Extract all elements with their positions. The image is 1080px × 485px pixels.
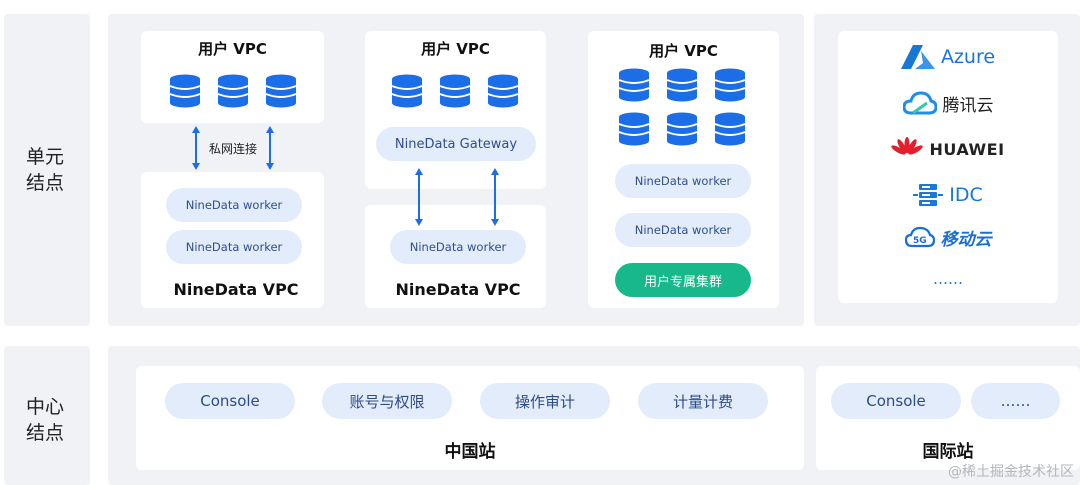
mobile-cloud-icon: 5G — [904, 226, 935, 248]
svg-text:5G: 5G — [913, 236, 927, 246]
database-icon — [264, 74, 298, 108]
cloud-item-azure: Azure — [838, 44, 1058, 70]
private-link-label: 私网连接 — [209, 142, 258, 156]
center-node-label-line1: 中心 — [25, 396, 64, 418]
database-icon — [713, 68, 747, 102]
cloud-name: Azure — [940, 46, 996, 68]
cloud-item-more: …… — [838, 266, 1058, 292]
database-icon — [617, 112, 651, 146]
database-icon — [486, 74, 520, 108]
database-icon — [713, 112, 747, 146]
database-icon — [665, 68, 699, 102]
cloud-providers-box — [838, 31, 1058, 303]
china-site-label: 中国站 — [444, 442, 496, 462]
unit-node-label-line1: 单元 — [25, 146, 64, 168]
huawei-icon — [891, 137, 924, 155]
metering-billing-pill: 计量计费 — [638, 383, 768, 419]
account-permission-pill: 账号与权限 — [322, 383, 452, 419]
ellipsis-icon: …… — [933, 270, 963, 288]
database-icon — [438, 74, 472, 108]
server-rack-icon — [913, 184, 944, 206]
center-node-label: 中心 结点 — [0, 394, 90, 446]
user-vpc-title-3: 用户 VPC — [649, 42, 718, 60]
database-icon — [216, 74, 250, 108]
cloud-name: IDC — [949, 184, 983, 206]
cloud-name: HUAWEI — [929, 139, 1005, 159]
ninedata-worker-pill: NineData worker — [166, 230, 302, 264]
center-row-label-panel — [4, 346, 90, 485]
unit-node-label-line2: 结点 — [25, 172, 64, 194]
unit-node-label: 单元 结点 — [0, 144, 90, 196]
database-icon — [390, 74, 424, 108]
ninedata-worker-pill: NineData worker — [390, 230, 526, 264]
cloud-item-idc: IDC — [838, 182, 1058, 208]
cloud-item-mobile-cloud: 5G 移动云 — [838, 224, 1058, 250]
intl-site-label: 国际站 — [922, 442, 974, 462]
dedicated-cluster-pill: 用户专属集群 — [615, 263, 751, 297]
double-arrow-icon — [490, 168, 500, 226]
double-arrow-icon — [414, 168, 424, 226]
ninedata-vpc-label-1: NineData VPC — [173, 280, 299, 299]
database-icon — [617, 68, 651, 102]
cloud-item-huawei: HUAWEI — [838, 136, 1058, 162]
azure-icon — [900, 45, 935, 69]
operation-audit-pill: 操作审计 — [480, 383, 610, 419]
cloud-item-tencent: 腾讯云 — [838, 90, 1058, 116]
double-arrow-icon — [191, 126, 201, 170]
console-pill: Console — [165, 383, 295, 419]
ninedata-worker-pill: NineData worker — [615, 164, 751, 198]
center-node-label-line2: 结点 — [25, 422, 64, 444]
double-arrow-icon — [265, 126, 275, 170]
watermark: @稀土掘金技术社区 — [948, 464, 1074, 480]
tencent-cloud-icon — [902, 91, 937, 115]
user-vpc-box-2 — [365, 31, 546, 189]
intl-console-pill: Console — [831, 383, 961, 419]
intl-more-pill: …… — [971, 383, 1060, 419]
database-icon — [168, 74, 202, 108]
cloud-name: 移动云 — [940, 229, 992, 250]
unit-row-label-panel — [4, 14, 90, 326]
ninedata-vpc-label-2: NineData VPC — [395, 280, 521, 299]
cloud-name: 腾讯云 — [942, 95, 994, 116]
user-vpc-title-2: 用户 VPC — [421, 40, 490, 58]
ninedata-worker-pill: NineData worker — [166, 188, 302, 222]
database-icon — [665, 112, 699, 146]
ninedata-gateway-pill: NineData Gateway — [376, 127, 536, 161]
user-vpc-title-1: 用户 VPC — [198, 40, 267, 58]
ninedata-worker-pill: NineData worker — [615, 213, 751, 247]
